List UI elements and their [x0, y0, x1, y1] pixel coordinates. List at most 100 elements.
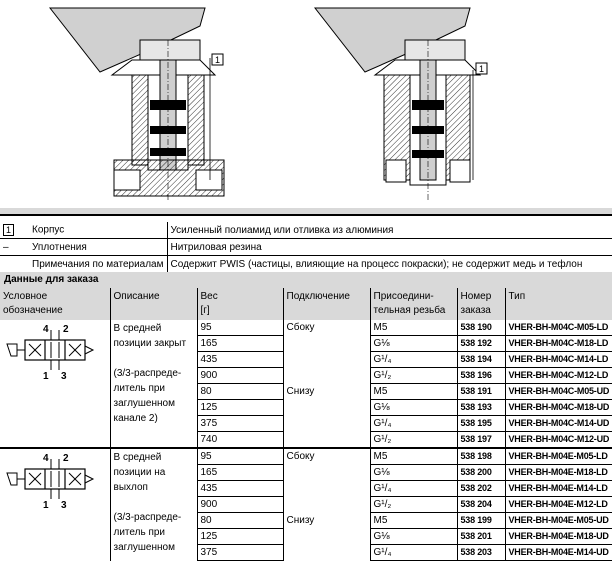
material-value: Содержит PWIS (частицы, влияющие на проц…: [167, 255, 612, 273]
thread-cell: G¹/₂: [370, 431, 458, 449]
material-value: Усиленный полиамид или отливка из алюмин…: [167, 222, 612, 239]
description-line: заглушенном: [113, 398, 175, 409]
type-cell: VHER-BH-M04C-M18-UD: [505, 399, 612, 416]
thread-cell: M5: [370, 320, 458, 336]
description-line: В средней: [113, 323, 162, 334]
description-line: литель при: [113, 383, 166, 394]
description-line: позиции на: [113, 467, 166, 478]
thread-cell: M5: [370, 383, 458, 400]
order-number-cell: 538 195: [457, 415, 506, 432]
thread-cell: G¹/₄: [370, 480, 458, 497]
divider: [0, 214, 612, 216]
material-part-cell: 1 Корпус: [0, 222, 168, 239]
thread-cell: G⅛: [370, 528, 458, 545]
material-part-cell: –Уплотнения: [0, 238, 168, 256]
grey-band: [0, 208, 612, 214]
technical-drawings: 1 1: [48, 7, 488, 200]
description-line: (3/3-распреде-: [113, 368, 182, 379]
valve-drawing-side-port: 1: [48, 7, 225, 200]
type-cell: VHER-BH-M04E-M14-LD: [505, 480, 612, 497]
order-number-cell: 538 200: [457, 464, 506, 481]
connection-cell: Сбоку: [283, 320, 371, 384]
material-part: Примечания по материалам: [32, 258, 164, 270]
type-cell: VHER-BH-M04E-M12-LD: [505, 496, 612, 513]
order-number-cell: 538 196: [457, 367, 506, 384]
left-callout-label: 1: [215, 55, 220, 65]
type-cell: VHER-BH-M04E-M05-UD: [505, 512, 612, 529]
description-line: заглушенном: [113, 542, 175, 553]
description-line: [114, 495, 194, 510]
order-number-cell: 538 204: [457, 496, 506, 513]
port-label: 2: [63, 453, 69, 464]
thread-cell: G⅛: [370, 464, 458, 481]
weight-cell: 125: [197, 399, 284, 416]
type-cell: VHER-BH-M04E-M14-UD: [505, 544, 612, 561]
weight-cell: 435: [197, 480, 284, 497]
type-cell: VHER-BH-M04C-M12-LD: [505, 367, 612, 384]
description-line: позиции закрыт: [113, 338, 187, 349]
material-value: Нитриловая резина: [167, 238, 612, 256]
header-thread: Присоедини-тельная резьба: [370, 288, 458, 320]
weight-cell: 900: [197, 496, 284, 513]
type-cell: VHER-BH-M04C-M14-UD: [505, 415, 612, 432]
description-line: канале 2): [113, 413, 158, 424]
port-label: 4: [43, 324, 49, 335]
type-cell: VHER-BH-M04C-M14-LD: [505, 351, 612, 368]
order-number-cell: 538 202: [457, 480, 506, 497]
weight-cell: 95: [197, 320, 284, 336]
order-number-cell: 538 197: [457, 431, 506, 449]
order-number-cell: 538 201: [457, 528, 506, 545]
thread-cell: G¹/₂: [370, 496, 458, 513]
port-label: 4: [43, 453, 49, 464]
thread-cell: G¹/₄: [370, 351, 458, 368]
order-number-cell: 538 194: [457, 351, 506, 368]
port-label: 3: [61, 371, 67, 382]
order-section-title: Данные для заказа: [0, 272, 612, 288]
material-marker: 1: [3, 224, 14, 236]
thread-cell: G¹/₄: [370, 415, 458, 432]
type-cell: VHER-BH-M04E-M18-UD: [505, 528, 612, 545]
valve-symbol: 4 2 1 3: [6, 324, 95, 382]
description-line: литель при: [113, 527, 166, 538]
thread-cell: M5: [370, 512, 458, 529]
order-number-cell: 538 192: [457, 335, 506, 352]
description-cell: В средней позиции закрыт (3/3-распреде-ли…: [110, 320, 198, 448]
weight-cell: 435: [197, 351, 284, 368]
port-label: 3: [61, 500, 67, 511]
type-cell: VHER-BH-M04C-M05-UD: [505, 383, 612, 400]
port-label: 1: [43, 371, 49, 382]
description-line: [114, 351, 194, 366]
order-number-cell: 538 190: [457, 320, 506, 336]
connection-cell: Сбоку: [283, 447, 371, 513]
thread-cell: G⅛: [370, 399, 458, 416]
description-line: выхлоп: [113, 482, 148, 493]
header-type: Тип: [505, 288, 612, 320]
materials-table: 1 Корпус Усиленный полиамид или отливка из…: [0, 222, 612, 273]
material-part: Корпус: [32, 224, 65, 236]
port-label: 2: [63, 324, 69, 335]
thread-cell: M5: [370, 447, 458, 465]
weight-cell: 740: [197, 431, 284, 449]
header-weight: Вес[г]: [197, 288, 284, 320]
thread-cell: G¹/₂: [370, 367, 458, 384]
thread-cell: G¹/₄: [370, 544, 458, 561]
thread-cell: G⅛: [370, 335, 458, 352]
symbol-cell: 4 2 1 3: [0, 320, 111, 448]
